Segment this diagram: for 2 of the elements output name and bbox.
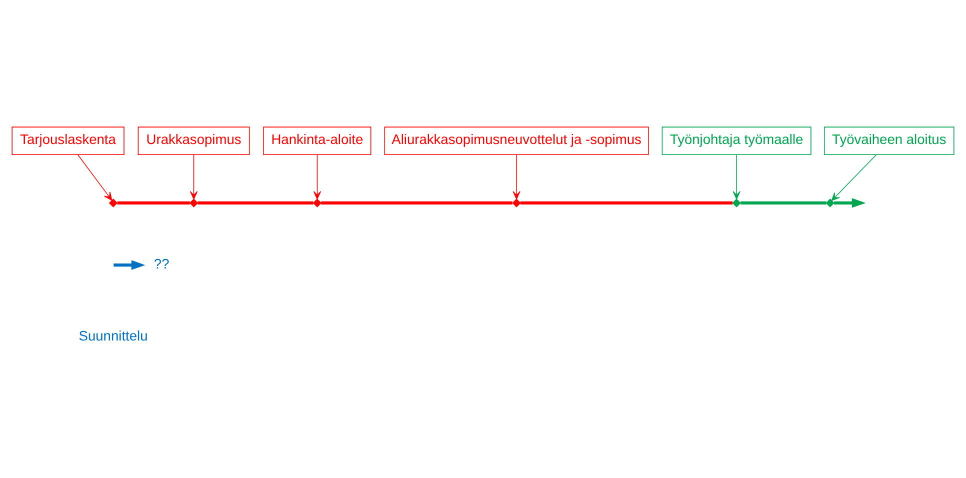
label: Suunnittelu [78,328,148,344]
node-text: ?? [154,256,170,272]
